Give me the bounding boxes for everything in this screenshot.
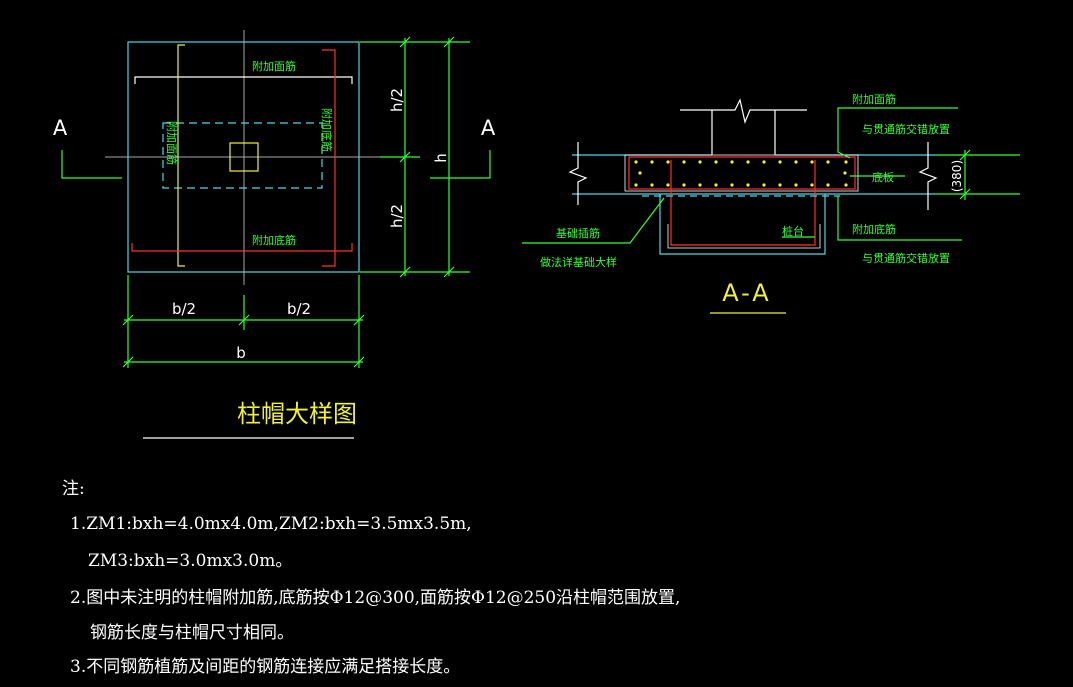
dim-h-half-bottom: h/2 [388,204,406,228]
rebar-dots-top [634,160,848,164]
pile-cap-rebar [670,160,816,246]
column-section [680,98,807,155]
slab-break-right [918,142,938,210]
right-additional-bar [322,49,336,267]
slab-red-rebar [628,156,856,190]
rebar-dots-bottom [634,183,848,187]
section-label-mid: 底板 [872,170,894,184]
section-label-left-1: 基础插筋 [556,226,600,240]
notes-line-4: 钢筋长度与柱帽尺寸相同。 [90,623,294,643]
plan-label-left: 附加面筋 [165,121,179,165]
dim-b-half-left: b/2 [172,300,196,318]
pile-cap-outline [659,194,826,255]
section-label-top-2: 与贯通筋交错放置 [862,122,950,136]
section-mark-right-line [430,150,491,179]
section-label-bottom-2: 与贯通筋交错放置 [862,251,950,265]
column-cap-outline [127,41,360,273]
section-title: A-A [722,279,771,307]
left-additional-bar [177,44,185,267]
dim-ticks-right [399,36,455,278]
notes-line-3: 2.图中未注明的柱帽附加筋,底筋按Φ12@300,面筋按Φ12@250沿柱帽范围… [70,588,681,608]
pile-cap-rebar-inner [667,224,821,249]
section-label-bottom-1: 附加底筋 [852,222,896,236]
dim-ticks-bottom [122,314,365,368]
dim-b-half-right: b/2 [287,300,311,318]
notes-line-5: 3.不同钢筋植筋及间距的钢筋连接应满足搭接长度。 [70,657,461,677]
top-additional-bar [134,76,353,84]
dim-b: b [236,344,246,362]
thickness-ticks [959,149,971,200]
dim-h: h [432,153,450,163]
plan-label-top: 附加面筋 [252,59,296,73]
notes-line-1: 1.ZM1:bxh=4.0mx4.0m,ZM2:bxh=3.5mx3.5m, [70,514,472,534]
plan-view [61,30,491,439]
notes-line-2: ZM3:bxh=3.0mx3.0m。 [88,551,293,571]
column-square [229,142,259,172]
plan-title: 柱帽大样图 [237,400,357,428]
section-label-top-1: 附加面筋 [852,92,896,106]
notes-heading: 注: [62,479,85,499]
rebar-dots-side [638,171,847,175]
bottom-additional-bar [131,243,353,252]
section-label-pile-cap: 桩台 [782,224,804,238]
section-label-thickness: (380) [950,160,964,192]
plan-label-right: 附加底筋 [320,108,334,152]
section-mark-left: A [53,116,68,140]
section-view [522,98,1020,314]
plan-label-bottom: 附加底筋 [252,233,296,247]
slab-white-rebar [624,154,859,192]
leader-bottom [837,196,962,241]
leader-top [837,107,958,159]
section-mark-left-line [61,150,122,179]
dim-h-half-top: h/2 [388,88,406,112]
slab-break-left [568,142,588,205]
inner-dashed-outline [162,122,323,189]
section-label-left-2: 做法详基础大样 [540,255,617,269]
section-mark-right: A [481,116,496,140]
leader-left [522,197,665,244]
